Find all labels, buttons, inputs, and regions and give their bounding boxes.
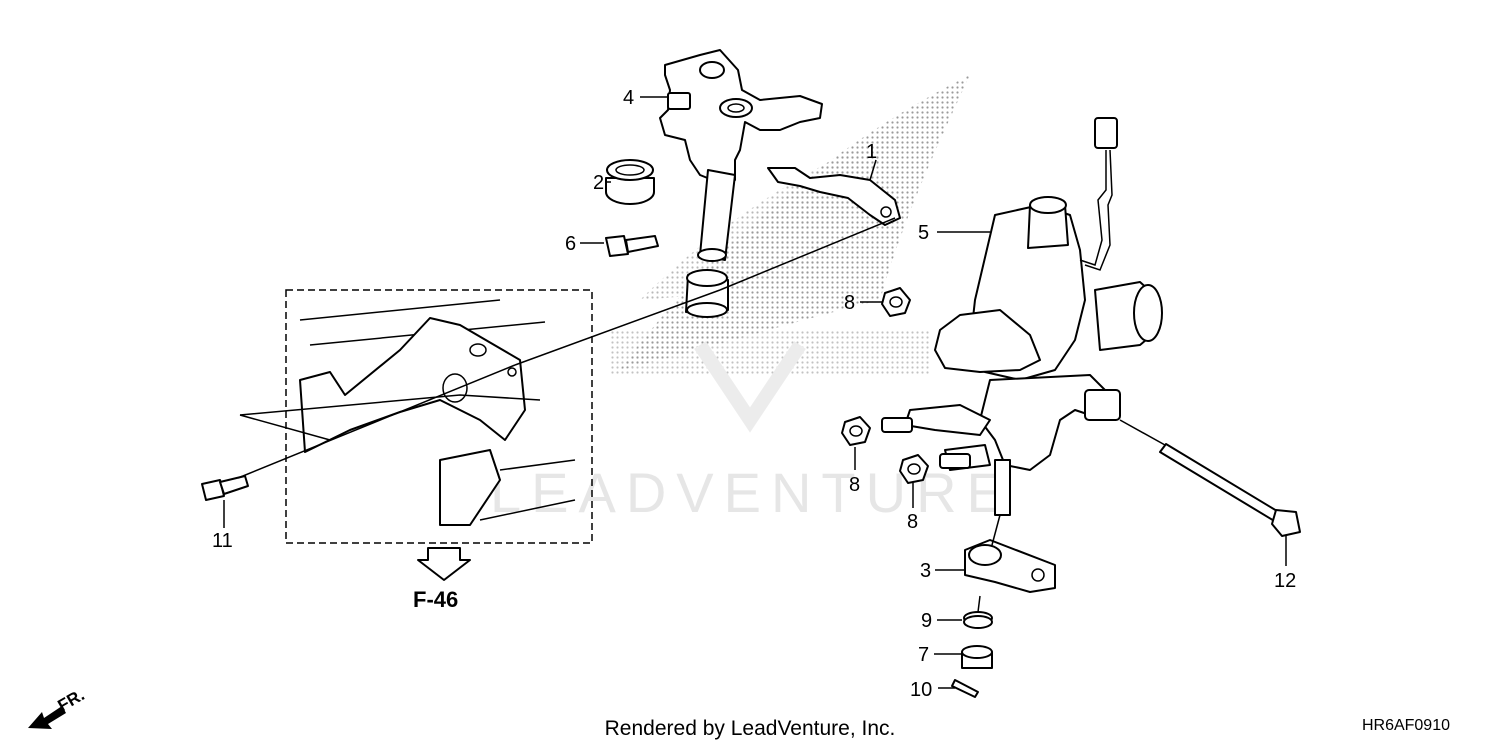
part-8-nut-upper[interactable] bbox=[881, 287, 911, 317]
part-7-nut[interactable] bbox=[961, 645, 993, 669]
part-1-holder[interactable] bbox=[767, 167, 901, 226]
part-2-grommet[interactable] bbox=[605, 159, 655, 205]
reference-arrow[interactable] bbox=[417, 547, 471, 581]
footer-credit: Rendered by LeadVenture, Inc. bbox=[604, 717, 896, 740]
callout-1[interactable]: 1 bbox=[866, 141, 877, 163]
part-10-cotter-pin[interactable] bbox=[951, 679, 979, 698]
watermark-text: LEADVENTURE bbox=[490, 461, 1014, 524]
part-5-eps-unit[interactable] bbox=[881, 117, 1163, 516]
callout-10[interactable]: 10 bbox=[910, 679, 932, 701]
assembly-guide-lines bbox=[237, 217, 1166, 613]
callout-3[interactable]: 3 bbox=[920, 560, 931, 582]
callout-7[interactable]: 7 bbox=[918, 644, 929, 666]
callout-5[interactable]: 5 bbox=[918, 222, 929, 244]
front-direction-arrow-icon bbox=[28, 706, 66, 729]
callout-11[interactable]: 11 bbox=[212, 530, 233, 552]
part-9-washer[interactable] bbox=[963, 611, 993, 629]
steering-shaft-assembly[interactable] bbox=[659, 49, 823, 318]
diagram-code: HR6AF0910 bbox=[1361, 717, 1450, 734]
part-4-connector[interactable] bbox=[667, 92, 691, 110]
part-8-nut-left[interactable] bbox=[841, 416, 871, 446]
part-11-bolt[interactable] bbox=[201, 475, 249, 501]
callout-12[interactable]: 12 bbox=[1274, 570, 1296, 592]
part-8-nut-right[interactable] bbox=[899, 454, 929, 484]
reference-label-f46[interactable]: F-46 bbox=[413, 587, 458, 612]
part-6-bolt[interactable] bbox=[605, 235, 659, 257]
part-3-pitman-arm[interactable] bbox=[964, 539, 1056, 593]
callout-9[interactable]: 9 bbox=[921, 610, 932, 632]
callout-8-upper[interactable]: 8 bbox=[844, 292, 855, 314]
callout-8-left[interactable]: 8 bbox=[849, 474, 860, 496]
callout-leaders bbox=[223, 96, 1287, 689]
callout-2[interactable]: 2 bbox=[593, 172, 604, 194]
callout-4[interactable]: 4 bbox=[623, 87, 634, 109]
callout-6[interactable]: 6 bbox=[565, 233, 576, 255]
part-12-long-bolt[interactable] bbox=[1159, 443, 1301, 537]
callout-8-right[interactable]: 8 bbox=[907, 511, 918, 533]
frame-detail-box bbox=[239, 289, 593, 544]
